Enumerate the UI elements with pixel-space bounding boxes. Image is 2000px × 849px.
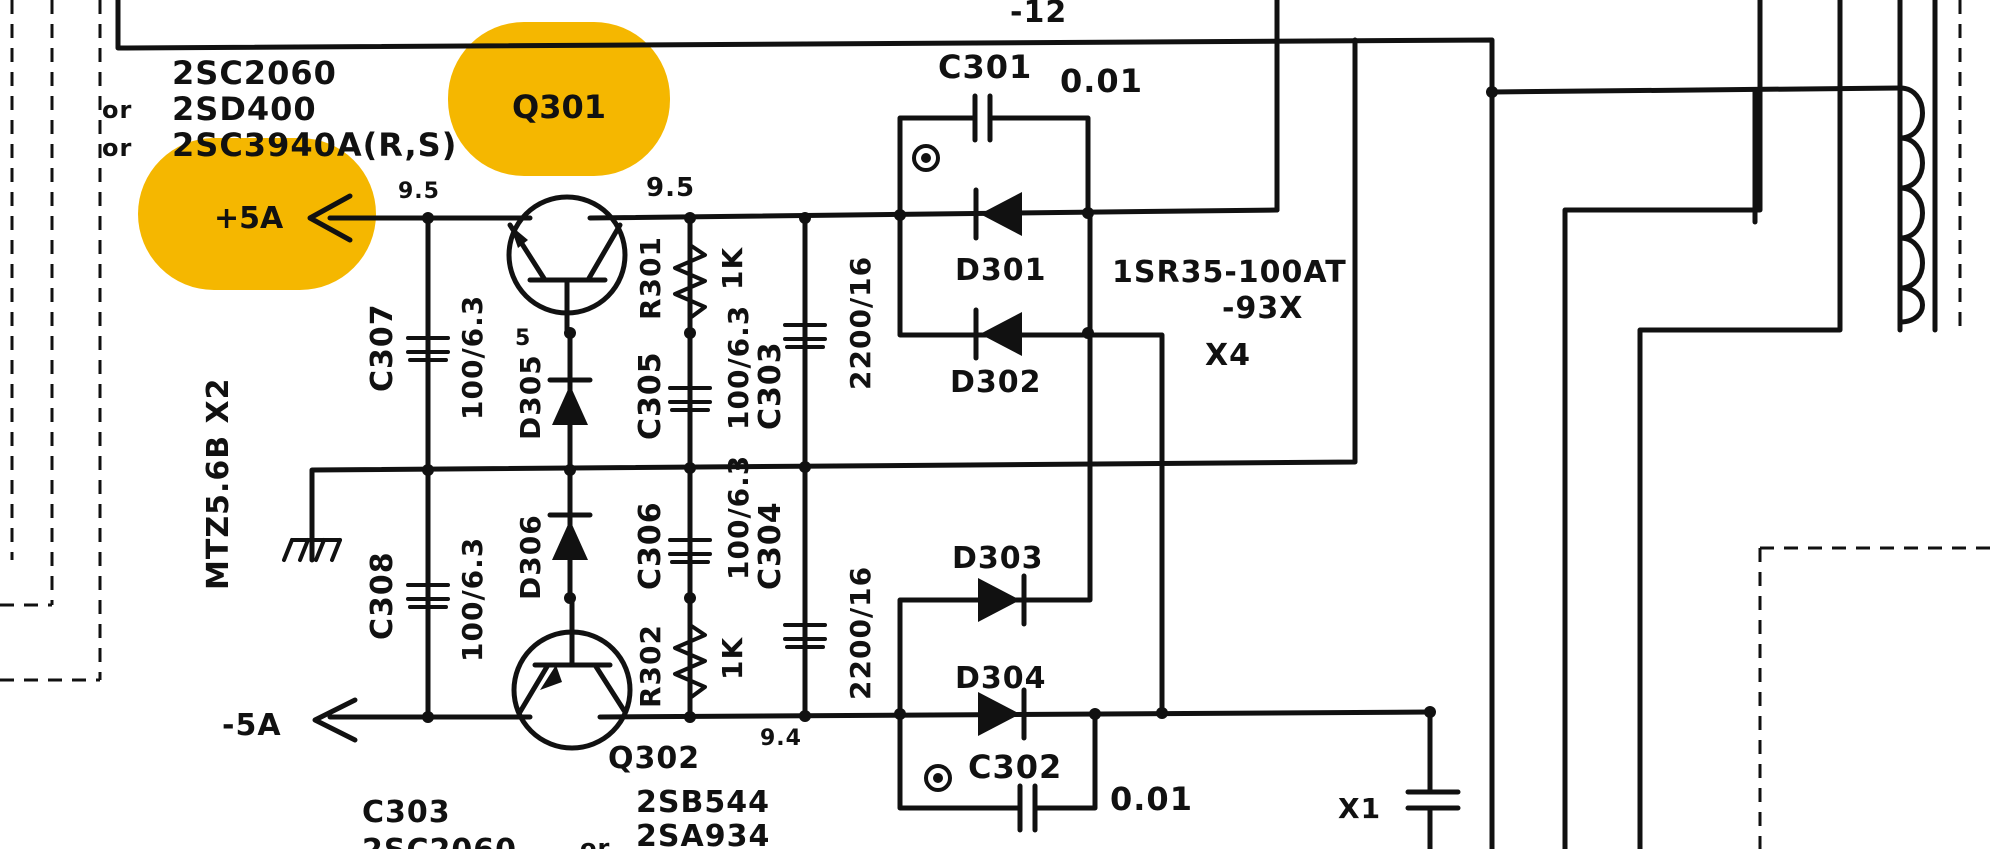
- c306-value: 100/6.3: [722, 455, 755, 580]
- zener-d305-symbol: [547, 377, 593, 425]
- diode-part-suffix: -93X: [1222, 291, 1303, 326]
- or-label-2: or: [102, 134, 132, 162]
- c302-label: C302: [968, 748, 1062, 786]
- diode-part-label: 1SR35-100AT: [1112, 255, 1347, 290]
- q302-option-2: 2SA934: [636, 819, 770, 849]
- r302-value: 1K: [716, 637, 749, 680]
- transistor-option-1: 2SC2060: [172, 54, 337, 92]
- c305-value: 100/6.3: [722, 305, 755, 430]
- node-voltage-2: 5: [515, 326, 531, 351]
- node-voltage-3: 9.5: [646, 173, 695, 203]
- q301-label: Q301: [512, 88, 606, 126]
- transformer-coil: [1897, 85, 1925, 325]
- r301-label: R301: [634, 236, 667, 320]
- zener-d306-symbol: [547, 512, 593, 560]
- minus5a-label: -5A: [222, 708, 282, 743]
- d302-label: D302: [950, 365, 1042, 400]
- d301-label: D301: [955, 253, 1047, 288]
- r301-value: 1K: [716, 247, 749, 290]
- x1-label: X1: [1338, 792, 1381, 825]
- c307-label: C307: [365, 303, 400, 392]
- node-voltage-1: 9.5: [398, 179, 440, 204]
- resistor-r301-symbol: [673, 228, 707, 332]
- capacitor-c302-symbol: [924, 764, 1038, 833]
- d306-label: D306: [514, 514, 547, 600]
- c307-value: 100/6.3: [456, 295, 489, 420]
- electrolytic-caps: [406, 323, 827, 649]
- zener-part-label: MTZ5.6B X2: [201, 377, 236, 590]
- c303-label: C303: [753, 341, 788, 430]
- or-label-1: or: [102, 96, 132, 124]
- q302-or-label: or: [580, 834, 610, 849]
- diode-d302-symbol: [973, 307, 1022, 361]
- q302-option-3: 2SC2060: [362, 833, 517, 849]
- c305-label: C305: [633, 351, 668, 440]
- d305-label: D305: [514, 354, 547, 440]
- q302-label: Q302: [608, 741, 700, 776]
- transistor-q301-symbol: [506, 194, 628, 333]
- q301-highlight: [448, 22, 670, 176]
- diode-d303-symbol: [978, 573, 1027, 627]
- diode-d304-symbol: [978, 687, 1027, 741]
- d304-label: D304: [955, 661, 1047, 696]
- transistor-option-2: 2SD400: [172, 90, 317, 128]
- node-voltage-4: 9.4: [760, 726, 802, 751]
- plus5a-highlight: [138, 138, 376, 290]
- diode-d301-symbol: [973, 187, 1022, 241]
- c308-label: C308: [365, 551, 400, 640]
- diode-qty-label: X4: [1205, 338, 1251, 373]
- q302-c303-ref: C303: [362, 795, 451, 830]
- transistor-option-3: 2SC3940A(R,S): [172, 126, 457, 164]
- c306-label: C306: [633, 501, 668, 590]
- c303-value: 2200/16: [844, 256, 877, 390]
- d303-label: D303: [952, 541, 1044, 576]
- c302-value: 0.01: [1110, 780, 1193, 818]
- c301-label: C301: [938, 48, 1032, 86]
- plus5a-label: +5A: [214, 201, 284, 236]
- c301-value: 0.01: [1060, 62, 1143, 100]
- plus5a-arrow: [307, 193, 353, 243]
- minus5a-arrow: [312, 697, 358, 743]
- c308-value: 100/6.3: [456, 537, 489, 662]
- capacitor-c301-symbol: [912, 93, 993, 172]
- junction-dots: [422, 86, 1498, 723]
- r302-label: R302: [634, 624, 667, 708]
- c304-value: 2200/16: [844, 566, 877, 700]
- top-voltage-label: -12: [1010, 0, 1067, 30]
- c304-label: C304: [753, 501, 788, 590]
- resistor-r302-symbol: [673, 608, 707, 712]
- transistor-q302-symbol: [511, 597, 633, 751]
- q302-option-1: 2SB544: [636, 785, 770, 820]
- ground-symbol: [282, 538, 342, 562]
